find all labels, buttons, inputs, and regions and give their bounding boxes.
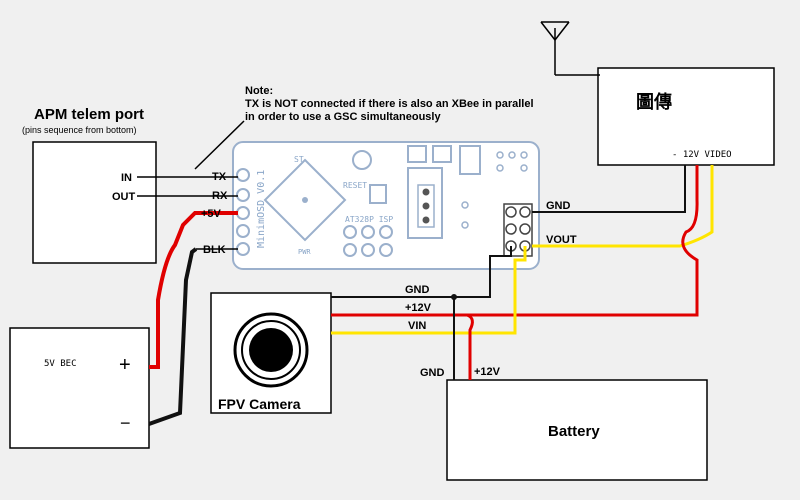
pin-tx-label: TX [212, 171, 227, 183]
apm-out-label: OUT [112, 191, 136, 203]
pin-rx-label: RX [212, 190, 228, 202]
board-gnd-label: GND [546, 200, 571, 212]
wire-gnd-top-label: GND [405, 284, 430, 296]
camera-ground-wire [331, 246, 512, 298]
camera-lens-icon [233, 312, 309, 388]
transmitter-pins-label: - 12V VIDEO [672, 150, 732, 160]
bec-minus-label: − [120, 413, 131, 433]
battery-12v-wire [466, 313, 474, 380]
vout-wire [532, 165, 714, 248]
minimosd-board: MinimOSD V0.1 RESET AT328P ISP ST PWR [232, 141, 540, 270]
apm-title: APM telem port [34, 106, 144, 123]
note-line3: in order to use a GSC simultaneously [245, 111, 441, 123]
tx-12v-wire [331, 165, 699, 317]
bec-title: 5V BEC [44, 359, 77, 369]
pin-5v-label: +5V [201, 208, 222, 220]
wire-vin-label: VIN [408, 320, 426, 332]
antenna-icon [540, 21, 600, 76]
pin-blk-label: BLK [203, 244, 226, 256]
bec-ground-wire [148, 247, 198, 426]
board-name-label: MinimOSD V0.1 [256, 170, 267, 248]
video-transmitter-box [597, 67, 775, 166]
wire-12v-top-label: +12V [405, 302, 432, 314]
battery-box [446, 379, 708, 481]
apm-in-label: IN [121, 172, 132, 184]
tx-ground-wire [532, 165, 686, 213]
camera-title: FPV Camera [218, 396, 301, 412]
board-vout-label: VOUT [546, 234, 577, 246]
battery-title: Battery [548, 423, 600, 440]
pwr-label: PWR [298, 248, 311, 256]
battery-12v-label: +12V [474, 366, 501, 378]
chip-label: AT328P ISP [345, 215, 393, 224]
telemetry-wires [137, 120, 245, 250]
reset-label: RESET [343, 181, 367, 190]
note-line1: Note: [245, 85, 273, 97]
apm-subtitle: (pins sequence from bottom) [22, 125, 137, 135]
bec-box [9, 327, 150, 449]
transmitter-title: 圖傳 [636, 91, 672, 112]
apm-telem-box [32, 141, 157, 264]
bec-plus-label: + [119, 354, 131, 376]
note-line2: TX is NOT connected if there is also an … [245, 98, 534, 110]
power-5v-wire [149, 211, 238, 369]
st-label: ST [294, 155, 304, 164]
battery-gnd-label: GND [420, 367, 445, 379]
